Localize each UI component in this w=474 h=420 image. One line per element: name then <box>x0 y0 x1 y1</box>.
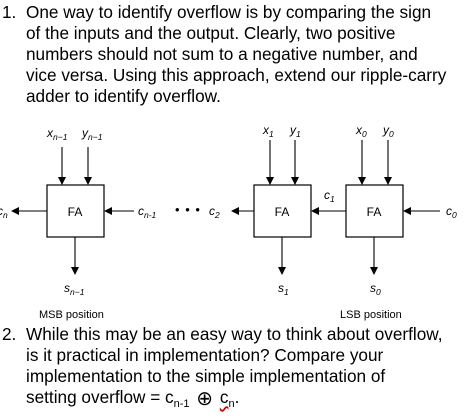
fa-label-0: FA <box>367 205 382 219</box>
question-2-line: implementation to the simple implementat… <box>26 366 386 386</box>
question-2-line: While this may be an easy way to think a… <box>26 324 443 344</box>
label-y0: y0 <box>382 123 394 139</box>
label-x0: x0 <box>355 123 367 139</box>
fa-label-1: FA <box>275 205 290 219</box>
label-c0: c0 <box>446 204 457 220</box>
question-1-line: numbers should not sum to a negative num… <box>26 44 418 64</box>
label-cn1: cn-1 <box>138 204 157 220</box>
question-1-number: 1. <box>2 2 17 22</box>
overflow-equation-end: . <box>234 387 240 407</box>
question-1-line: adder to identify overflow. <box>26 86 221 106</box>
label-x1: x1 <box>262 123 274 139</box>
label-c2: c2 <box>209 204 220 220</box>
label-s1: s1 <box>278 281 289 297</box>
question-2-line: is it practical in implementation? Compa… <box>26 345 384 365</box>
question-2-last-line: setting overflow = cn-1 ⊕ cn. <box>26 387 443 415</box>
ellipsis-dots: • • • <box>175 202 201 217</box>
label-s-n1: sn−1 <box>64 281 85 297</box>
label-y-n1: yn−1 <box>81 126 103 142</box>
question-1-text: One way to identify overflow is by compa… <box>26 2 446 107</box>
question-2-text: While this may be an easy way to think a… <box>26 324 443 415</box>
lsb-position-caption: LSB position <box>340 309 402 321</box>
question-1-line: of the inputs and the output. Clearly, t… <box>26 23 396 43</box>
msb-position-caption: MSB position <box>39 309 104 321</box>
question-1-line: vice versa. Using this approach, extend … <box>26 65 447 85</box>
question-1-line: One way to identify overflow is by compa… <box>26 2 432 22</box>
label-c1: c1 <box>324 188 335 204</box>
xor-symbol-icon: ⊕ <box>196 388 214 410</box>
overflow-equation-sub1: n-1 <box>173 398 190 410</box>
question-2-number: 2. <box>2 324 17 344</box>
label-x-n1: xn−1 <box>46 126 68 142</box>
label-s0: s0 <box>370 281 381 297</box>
fa-label-msb: FA <box>68 205 83 219</box>
overflow-equation-cn: cn <box>219 387 235 410</box>
label-y1: y1 <box>289 123 301 139</box>
overflow-equation-prefix: setting overflow = c <box>26 387 174 407</box>
label-cn: cn <box>0 204 8 220</box>
